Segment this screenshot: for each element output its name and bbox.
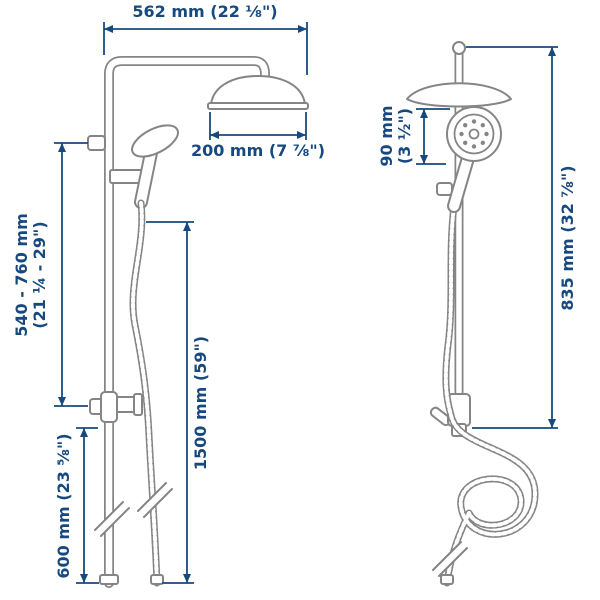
- diverter-valve-front: [429, 393, 471, 437]
- shower-hose-side: [129, 199, 161, 587]
- dim-bracket-range-mm-label: 540 - 760 mm: [12, 213, 31, 337]
- dimension-hose-length: 1500 mm (59"): [146, 221, 210, 584]
- dimension-bracket-range: 540 - 760 mm (21 ¼ - 29"): [12, 142, 88, 407]
- dim-head-width-label: 200 mm (7 ⅞"): [191, 141, 325, 160]
- dim-hand-shower-in-label: (3 ½"): [395, 108, 414, 164]
- dim-rail-height-label: 835 mm (32 ⅞"): [558, 165, 577, 310]
- dim-riser-bottom-label: 600 mm (23 ⅝"): [54, 433, 73, 578]
- dimension-riser-bottom: 600 mm (23 ⅝"): [54, 427, 99, 584]
- diverter-valve-side: [89, 391, 143, 423]
- spray-nozzle-dots: [459, 119, 489, 149]
- dim-top-width-label: 562 mm (22 ⅛"): [132, 2, 277, 21]
- hand-shower-bracket-side: [109, 169, 143, 184]
- hose-break-mark-front: [432, 541, 468, 577]
- hose-break-mark: [137, 482, 173, 518]
- overhead-shower-side: [207, 75, 309, 110]
- dimension-hand-shower: 90 mm (3 ½"): [377, 105, 450, 167]
- dimension-rail-height: 835 mm (32 ⅞"): [466, 46, 577, 429]
- overhead-shower-front: [406, 82, 512, 108]
- dim-hose-length-label: 1500 mm (59"): [191, 336, 210, 470]
- wall-bracket-knob-side: [87, 135, 106, 151]
- hose-end-fitting-front: [440, 574, 454, 585]
- shower-hose-front: [442, 202, 539, 587]
- dim-hand-shower-mm-label: 90 mm: [377, 105, 396, 166]
- dimension-annotations: 562 mm (22 ⅛") 200 mm (7 ⅞") 540 - 760 m…: [12, 2, 577, 584]
- side-view: [87, 56, 309, 588]
- front-view: [406, 41, 539, 587]
- riser-pipe-side: [104, 56, 270, 588]
- riser-top-cap-front: [452, 41, 466, 55]
- riser-end-fitting-side: [99, 574, 119, 585]
- hand-shower-side: [131, 124, 179, 209]
- hose-end-fitting-side: [150, 574, 164, 585]
- hand-shower-front: [446, 106, 502, 213]
- dimension-head-width: 200 mm (7 ⅞"): [191, 112, 325, 160]
- dim-bracket-range-in-label: (21 ¼ - 29"): [30, 221, 49, 328]
- dimension-top-width: 562 mm (22 ⅛"): [103, 2, 308, 75]
- hand-shower-bracket-front: [436, 182, 453, 196]
- pipe-break-mark: [94, 501, 130, 537]
